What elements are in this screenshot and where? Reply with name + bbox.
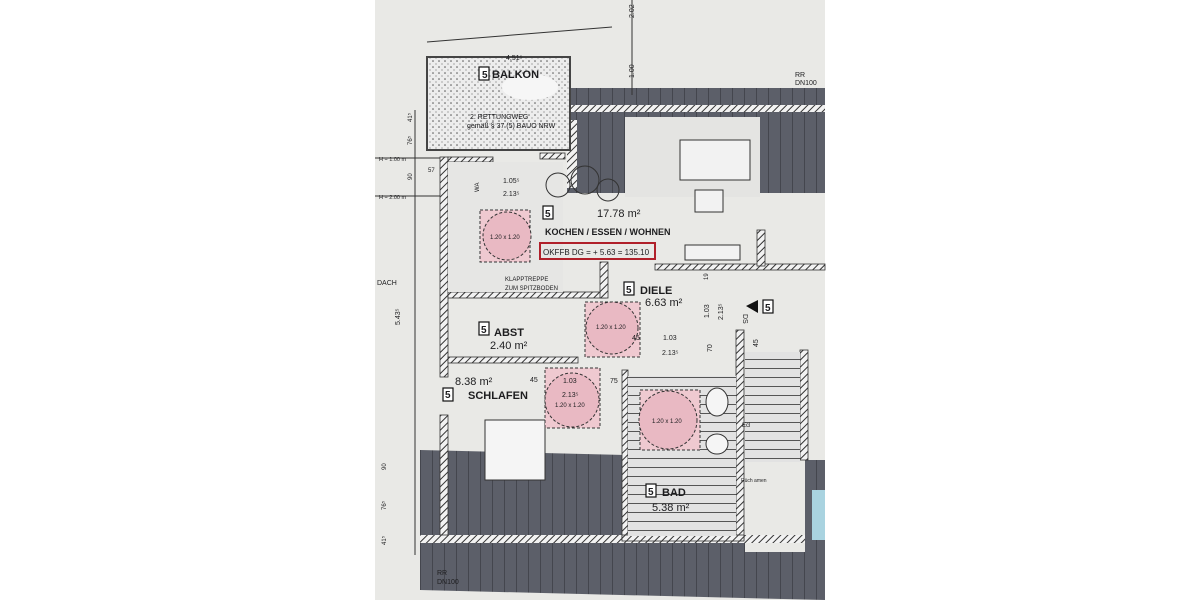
level-label: OKFFB DG = + 5.63 = 135.10 [543, 248, 650, 257]
dim-abst-45: 45 [632, 335, 640, 342]
dim-balcony-door-h: 2.13⁵ [503, 191, 520, 198]
dim-balcony-width: 4.51⁵ [506, 55, 523, 62]
room-number-balkon: 5 [482, 70, 488, 81]
chair [596, 178, 620, 202]
turning-circle-label: 1.20 x 1.20 [490, 235, 520, 241]
balcony-area [426, 56, 571, 151]
dim-top-vert-2: 1.00 [629, 64, 636, 78]
ecl-label: Ecl [742, 423, 750, 429]
bed [484, 419, 546, 481]
room-number-schlafen: 5 [445, 390, 451, 401]
room-name-abst: ABST [494, 327, 524, 339]
chair [545, 172, 571, 198]
h1-label: H = 1.00 m [379, 157, 406, 163]
washbasin [705, 387, 729, 417]
dim-top-vert-1: 2.02 [629, 4, 636, 18]
dim-schlafen-45: 45 [530, 377, 538, 384]
window-blue [812, 490, 825, 540]
dim-left-41b: 41⁵ [381, 535, 388, 545]
ds-arrow-icon [746, 300, 758, 313]
left-roof-label: DACH [377, 280, 397, 287]
rr-top-2: DN100 [795, 80, 817, 87]
blurred-spot [502, 74, 558, 100]
room-name-kochen: KOCHEN / ESSEN / WOHNEN [545, 227, 671, 237]
dim-schlafen-door-h: 2.13⁵ [562, 392, 579, 399]
rr-bottom-2: DN100 [437, 579, 459, 586]
room-area-schlafen: 8.38 m² [455, 376, 493, 388]
turning-circles [479, 209, 701, 451]
turning-circle-label: 1.20 x 1.20 [652, 419, 682, 425]
room-area-bad: 5.38 m² [652, 502, 690, 514]
staircase [745, 352, 800, 462]
dim-diele-19: 19 [704, 273, 710, 280]
toilet [705, 433, 729, 455]
level-highlight-box [539, 242, 656, 260]
balkon-note-1: 2. RETTUNGWEG [470, 114, 528, 121]
dim-left-57: 57 [428, 168, 435, 174]
sideboard [684, 244, 741, 261]
room-area-abst: 2.40 m² [490, 340, 528, 352]
dim-schlafen-75: 75 [610, 378, 618, 385]
wa-label: WA [475, 183, 481, 192]
sofa [679, 139, 751, 181]
dim-line-balcony [426, 26, 613, 43]
ds-number: 5 [765, 303, 771, 314]
klapptreppe-label-2: ZUM SPITZBODEN [505, 286, 558, 292]
rr-top-1: RR [795, 72, 805, 79]
room-area-diele: 6.63 m² [645, 297, 683, 309]
dim-left-90b: 90 [382, 463, 388, 470]
room-number-diele: 5 [626, 285, 632, 296]
room-number-bad: 5 [648, 487, 654, 498]
dim-schlafen-door-w: 1.03 [563, 378, 577, 385]
dining-table [570, 165, 600, 195]
balkon-note-2: gemäß § 37 (5) BAUO NRW [467, 123, 556, 130]
room-name-balkon: BALKON [492, 69, 539, 81]
dim-left-vert: 5.43⁵ [395, 308, 402, 325]
room-number-abst: 5 [481, 325, 487, 336]
side-table [694, 189, 724, 213]
dim-left-90: 90 [408, 173, 414, 180]
turning-circle-label: 1.20 x 1.20 [596, 325, 626, 331]
klapptreppe-label-1: KLAPPTREPPE [505, 277, 548, 283]
room-number-kochen: 5 [545, 209, 551, 220]
dim-left-41: 41⁵ [407, 112, 414, 122]
room-area-kochen: 17.78 m² [597, 208, 641, 220]
turning-circle-label: 1.20 x 1.20 [555, 403, 585, 409]
room-name-diele: DIELE [640, 285, 672, 297]
bad-note: Rüch amen [741, 478, 767, 484]
ds-label: DS [741, 314, 748, 324]
h2-label: H = 2.00 m [379, 195, 406, 201]
dim-abst-70: 70 [707, 344, 714, 352]
dim-left-76b: 76⁵ [381, 500, 388, 510]
dim-abst-door-w: 1.03 [663, 335, 677, 342]
dim-diele-door-h: 2.13⁵ [718, 303, 725, 320]
rr-bottom-1: RR [437, 570, 447, 577]
dim-stair-45: 45 [753, 339, 760, 347]
room-name-bad: BAD [662, 487, 686, 499]
room-number-boxes [442, 66, 774, 498]
dim-balcony-door-w: 1.05⁵ [503, 178, 520, 185]
dim-diele-door-w: 1.03 [704, 304, 711, 318]
dim-left-76: 76⁵ [407, 135, 414, 145]
dim-abst-door-h: 2.13⁵ [662, 350, 679, 357]
room-name-schlafen: SCHLAFEN [468, 390, 528, 402]
walls [439, 152, 826, 542]
